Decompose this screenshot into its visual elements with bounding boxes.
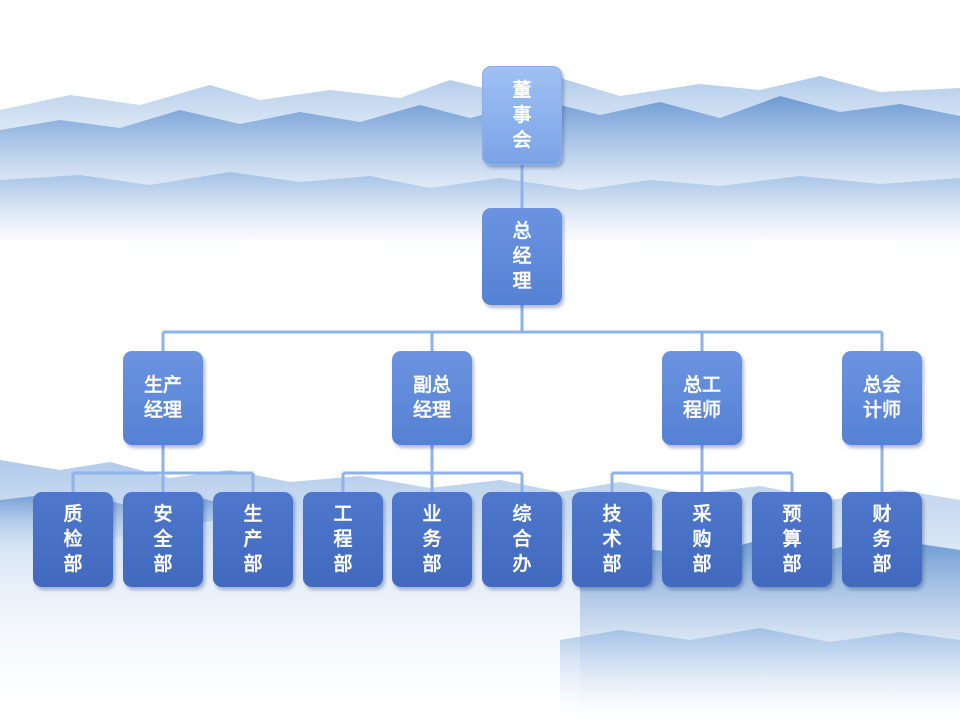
budget-dept-label: 预 算 部: [782, 503, 802, 575]
board-of-directors-box[interactable]: 董 事 会: [482, 66, 562, 165]
finance-dept-box[interactable]: 财 务 部: [842, 492, 922, 587]
quality-inspection-dept-label: 质 检 部: [63, 503, 83, 575]
general-manager-box[interactable]: 总 经 理: [482, 208, 562, 305]
production-manager-label: 生产 经理: [143, 374, 182, 421]
safety-dept-label: 安 全 部: [153, 503, 173, 575]
general-office-box[interactable]: 综 合 办: [482, 492, 562, 587]
general-manager-label: 总 经 理: [512, 220, 532, 292]
procurement-dept-label: 采 购 部: [692, 503, 712, 575]
quality-inspection-dept-box[interactable]: 质 检 部: [33, 492, 113, 587]
budget-dept-box[interactable]: 预 算 部: [752, 492, 832, 587]
safety-dept-box[interactable]: 安 全 部: [123, 492, 203, 587]
business-dept-box[interactable]: 业 务 部: [392, 492, 472, 587]
engineering-dept-label: 工 程 部: [333, 503, 353, 575]
technology-dept-box[interactable]: 技 术 部: [572, 492, 652, 587]
chief-accountant-box[interactable]: 总会 计师: [842, 351, 922, 445]
deputy-general-manager-label: 副总 经理: [412, 374, 451, 421]
general-office-label: 综 合 办: [512, 503, 532, 575]
production-dept-box[interactable]: 生 产 部: [213, 492, 293, 587]
board-of-directors-label: 董 事 会: [512, 79, 532, 151]
chief-accountant-label: 总会 计师: [862, 374, 901, 421]
chief-engineer-label: 总工 程师: [682, 374, 721, 421]
technology-dept-label: 技 术 部: [602, 503, 622, 575]
engineering-dept-box[interactable]: 工 程 部: [303, 492, 383, 587]
chief-engineer-box[interactable]: 总工 程师: [662, 351, 742, 445]
deputy-general-manager-box[interactable]: 副总 经理: [392, 351, 472, 445]
production-dept-label: 生 产 部: [243, 503, 263, 575]
finance-dept-label: 财 务 部: [872, 503, 892, 575]
business-dept-label: 业 务 部: [422, 503, 442, 575]
procurement-dept-box[interactable]: 采 购 部: [662, 492, 742, 587]
production-manager-box[interactable]: 生产 经理: [123, 351, 203, 445]
